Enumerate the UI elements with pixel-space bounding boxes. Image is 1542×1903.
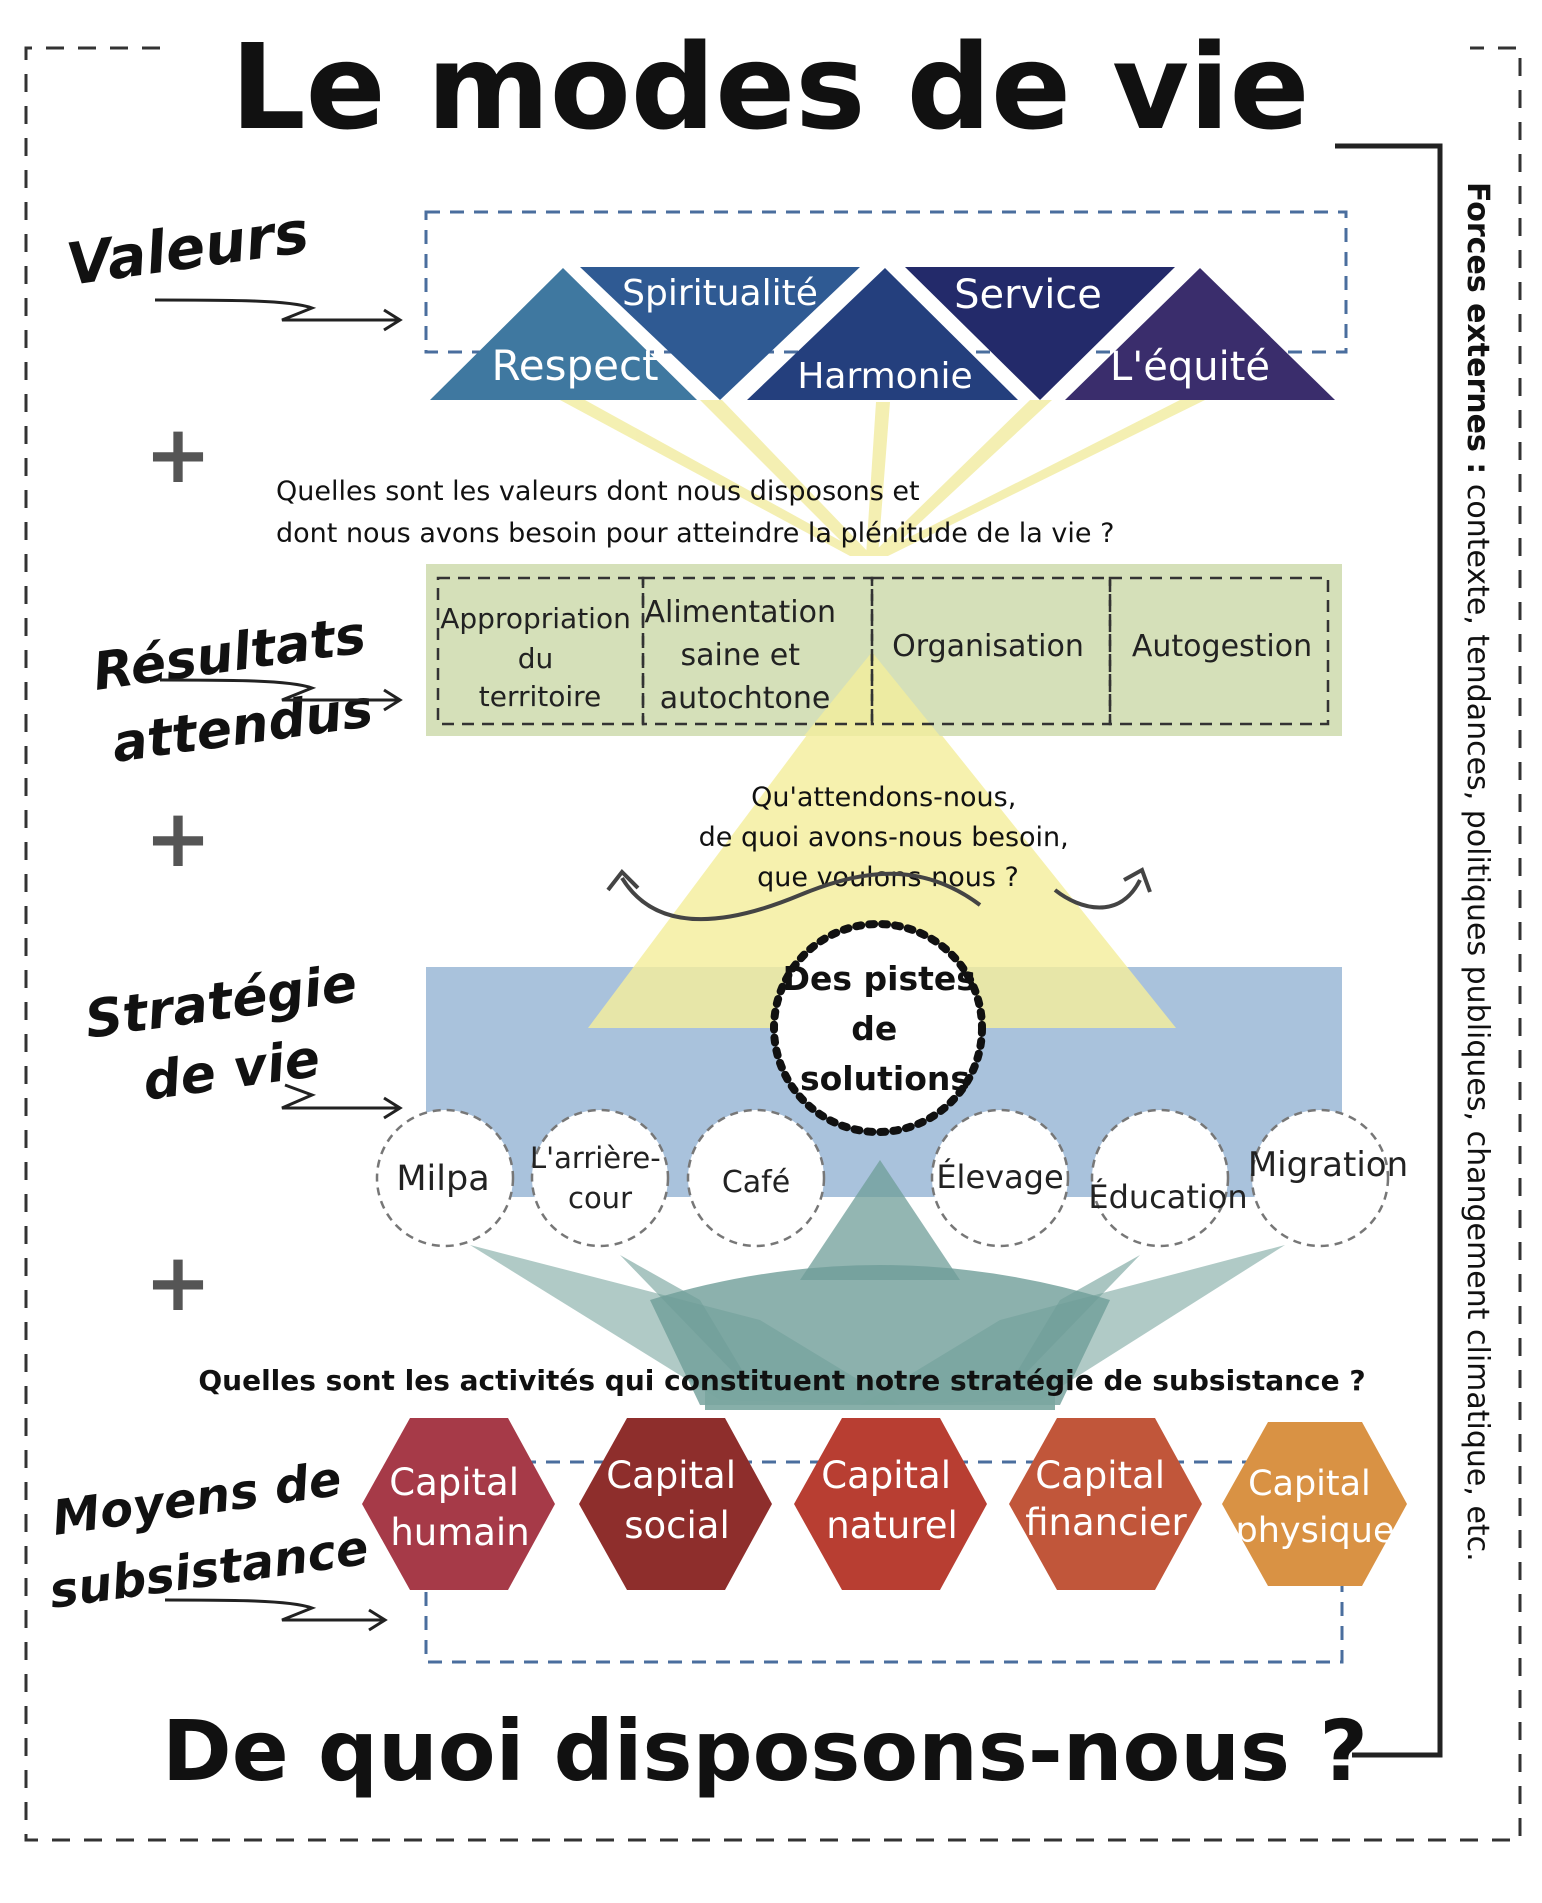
result-appropriation: Appropriation du territoire (440, 602, 640, 713)
result-organisation: Organisation (892, 629, 1084, 664)
value-label-service: Service (954, 272, 1102, 318)
external-forces-label-rest: contexte, tendances, politiques publique… (1460, 474, 1495, 1561)
wavy-arrow-left (620, 871, 982, 922)
yellow-pyramid (588, 648, 1176, 1028)
capital-hex-physique (1222, 1422, 1407, 1586)
page-title: Le modes de vie (230, 18, 1309, 156)
value-triangle-respect (430, 268, 697, 400)
capital-label-social: Capital social (606, 1454, 748, 1547)
bottom-question: De quoi disposons-nous ? (162, 1702, 1368, 1800)
external-forces-text: Forces externes : contexte, tendances, p… (1460, 182, 1495, 1562)
arrowhead-left (606, 868, 640, 892)
value-label-respect: Respect (491, 341, 658, 390)
arrowhead-right (1123, 867, 1152, 893)
result-alimentation: Alimentation saine et autochtone (644, 595, 845, 716)
capital-label-financier: Capital financier (1025, 1454, 1187, 1544)
solutions-circle (784, 934, 972, 1122)
value-triangle-spiritualite (580, 267, 860, 400)
plus-sign-2: + (144, 792, 211, 885)
activity-migration: Migration (1248, 1145, 1408, 1185)
capital-label-physique: Capital physique (1235, 1464, 1394, 1551)
values-question-line2: dont nous avons besoin pour atteindre la… (276, 518, 1114, 549)
external-forces-bracket (1335, 143, 1443, 1758)
plus-sign-1: + (144, 408, 211, 501)
value-label-spiritualite: Spiritualité (622, 273, 818, 314)
values-rays (560, 400, 1205, 556)
lotus-shape (470, 1160, 1285, 1410)
value-label-equite: L'équité (1110, 344, 1270, 390)
capital-hex-naturel (794, 1418, 987, 1590)
activity-milpa: Milpa (396, 1159, 489, 1199)
external-forces-label-bold: Forces externes : (1460, 182, 1495, 474)
plus-sign-3: + (144, 1236, 211, 1329)
values-question-line1: Quelles sont les valeurs dont nous dispo… (276, 476, 920, 507)
value-label-harmonie: Harmonie (797, 356, 972, 397)
value-triangle-equite (1065, 268, 1335, 400)
capital-hex-humain (362, 1418, 555, 1590)
activity-education: Éducation (1088, 1178, 1247, 1216)
label-de-vie: de vie (139, 1029, 323, 1113)
squiggle-arrows (154, 298, 403, 1632)
activity-cafe: Café (722, 1165, 790, 1200)
wavy-arrow-right (1053, 879, 1142, 910)
capital-label-naturel: Capital naturel (821, 1454, 963, 1547)
strategy-question: Quelles sont les activités qui constitue… (198, 1364, 1365, 1397)
capital-hex-financier (1009, 1418, 1202, 1590)
value-triangle-service (905, 267, 1175, 400)
label-valeurs: Valeurs (62, 198, 312, 299)
capital-hex-social (579, 1418, 772, 1590)
activity-arriere-cour: L'arrière- cour (530, 1141, 670, 1215)
activity-circles (375, 1108, 1390, 1248)
result-autogestion: Autogestion (1132, 629, 1312, 664)
outer-dashed-frame (24, 46, 1522, 1842)
results-question: Qu'attendons-nous, de quoi avons-nous be… (699, 782, 1078, 893)
results-cells (436, 576, 1330, 726)
activity-elevage: Élevage (936, 1158, 1063, 1196)
solutions-label: Des pistes de solutions (783, 959, 988, 1098)
capital-label-humain: Capital humain (389, 1461, 531, 1554)
label-strategie: Stratégie (81, 953, 360, 1050)
value-triangle-harmonie (747, 268, 1018, 400)
